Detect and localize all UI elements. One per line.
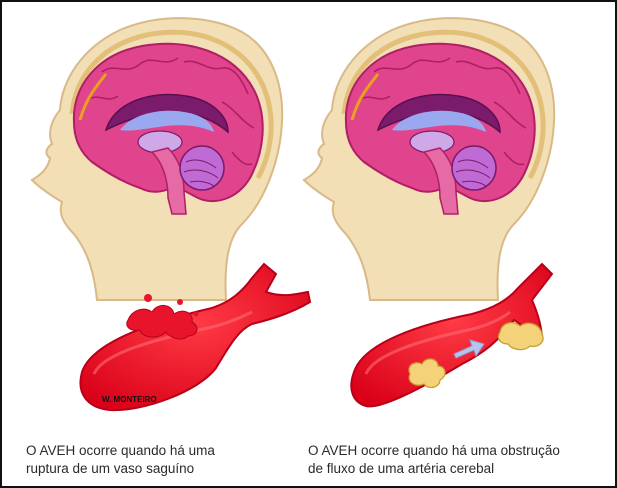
watermark: W. MONTEIRO	[102, 395, 157, 404]
blood-drop	[177, 299, 183, 305]
caption-rupture: O AVEH ocorre quando há uma ruptura de u…	[26, 442, 215, 478]
right-panel	[304, 18, 554, 406]
cerebellum-left	[180, 146, 224, 190]
blood-drop	[194, 312, 199, 317]
caption-obstruction-line2: de fluxo de uma artéria cerebal	[308, 460, 560, 478]
cerebellum-right	[452, 146, 496, 190]
caption-obstruction: O AVEH ocorre quando há uma obstrução de…	[308, 442, 560, 478]
caption-rupture-line2: ruptura de um vaso saguíno	[26, 460, 215, 478]
caption-obstruction-line1: O AVEH ocorre quando há uma obstrução	[308, 442, 560, 460]
blood-clot-lodged	[498, 323, 543, 350]
caption-rupture-line1: O AVEH ocorre quando há uma	[26, 442, 215, 460]
left-panel: W. MONTEIRO	[32, 18, 310, 410]
blood-drop	[144, 294, 152, 302]
